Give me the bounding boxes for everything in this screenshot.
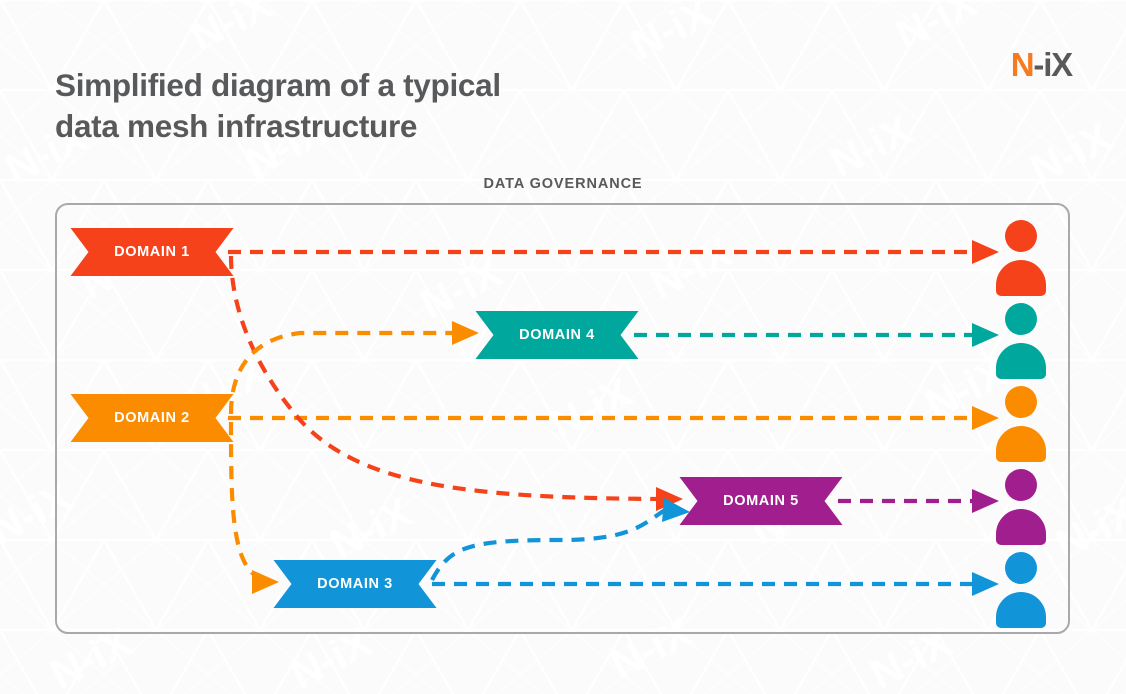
consumer-person-orange-icon[interactable] bbox=[996, 386, 1046, 462]
logo-letter-n: N bbox=[1010, 46, 1035, 83]
connection-domain1-consumer1 bbox=[228, 240, 999, 264]
page-title-line-1: Simplified diagram of a typical bbox=[55, 67, 501, 104]
consumer-person-purple-icon[interactable] bbox=[996, 469, 1046, 545]
nix-logo: N-iX bbox=[1010, 46, 1073, 84]
page-title: Simplified diagram of a typical data mes… bbox=[55, 65, 695, 147]
connection-domain2-domain4 bbox=[228, 321, 479, 415]
connection-domain3-domain5 bbox=[430, 498, 690, 581]
node-shape-domain4[interactable] bbox=[475, 311, 639, 359]
logo-letters-ix: -iX bbox=[1033, 46, 1073, 83]
page-title-line-2: data mesh infrastructure bbox=[55, 108, 418, 145]
connection-domain4-consumer2 bbox=[634, 323, 999, 347]
consumer-icons bbox=[996, 220, 1046, 628]
consumer-person-teal-icon[interactable] bbox=[996, 303, 1046, 379]
connection-domain3-consumer5 bbox=[432, 572, 999, 596]
node-shape-domain5[interactable] bbox=[679, 477, 843, 525]
connection-domain2-domain3 bbox=[228, 421, 279, 594]
node-shape-domain3[interactable] bbox=[273, 560, 437, 608]
connection-domain2-consumer3 bbox=[228, 406, 999, 430]
connection-domain1-domain5 bbox=[228, 255, 683, 511]
consumer-person-blue-icon[interactable] bbox=[996, 552, 1046, 628]
connection-domain5-consumer4 bbox=[838, 489, 999, 513]
node-shape-domain1[interactable] bbox=[70, 228, 234, 276]
consumer-person-red-icon[interactable] bbox=[996, 220, 1046, 296]
data-governance-label: DATA GOVERNANCE bbox=[483, 176, 643, 192]
node-shape-domain2[interactable] bbox=[70, 394, 234, 442]
